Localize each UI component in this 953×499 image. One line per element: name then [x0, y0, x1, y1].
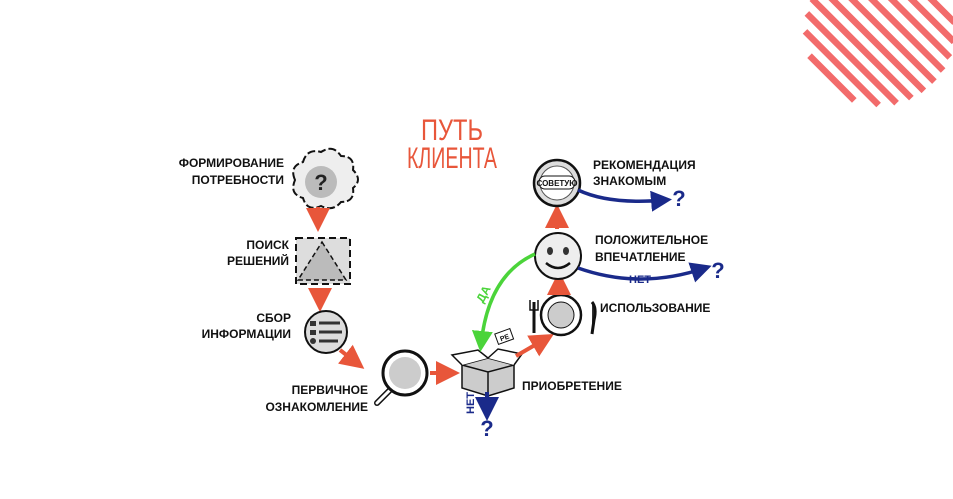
stripe [828, 0, 927, 94]
step-recommend-label-2: ЗНАКОМЫМ [593, 174, 666, 188]
stripe [802, 29, 881, 108]
step-search-label-1: ПОИСК [246, 238, 289, 252]
stripe [809, 0, 914, 101]
step-recommend-label-1: РЕКОМЕНДАЦИЯ [593, 158, 696, 172]
arrow-purchase-usage [514, 333, 554, 358]
step-info-label-1: СБОР [256, 311, 291, 325]
purchase-no-label: НЕТ [465, 392, 477, 414]
step-info-label-2: ИНФОРМАЦИИ [202, 327, 291, 341]
box-icon: PE [450, 327, 524, 397]
step-purchase-label: ПРИОБРЕТЕНИЕ [522, 379, 622, 393]
question-cloud-icon: ? [292, 147, 359, 210]
stripe [848, 0, 937, 84]
document-circle-icon [304, 310, 348, 354]
title-line-2: КЛИЕНТА [407, 142, 497, 175]
impression-unknown-mark: ? [711, 258, 724, 283]
step-need-label-2: ПОТРЕБНОСТИ [192, 173, 284, 187]
coin-text: СОВЕТУЮ [536, 179, 577, 188]
stripe [887, 0, 953, 60]
stripe [868, 0, 946, 73]
step-search-label-2: РЕШЕНИЙ [227, 253, 289, 268]
step-impression-label-2: ВПЕЧАТЛЕНИЕ [595, 250, 686, 264]
svg-text:?: ? [314, 170, 327, 195]
stripe [907, 0, 953, 45]
coin-icon: СОВЕТУЮ [532, 158, 582, 208]
stripe [804, 11, 899, 106]
magnifier-icon [374, 349, 429, 406]
striped-circle-decoration [802, 0, 953, 108]
arrow-impression-no [577, 262, 712, 283]
smiley-icon [534, 232, 582, 280]
price-tag-text: PE [499, 333, 510, 343]
purchase-unknown-mark: ? [480, 416, 493, 441]
recommend-unknown-mark: ? [672, 186, 685, 211]
step-impression-label-1: ПОЛОЖИТЕЛЬНОЕ [595, 233, 708, 247]
step-first-label-2: ОЗНАКОМЛЕНИЕ [265, 400, 368, 414]
arrow-impression-yes [471, 252, 536, 352]
arrow-info-first [338, 344, 365, 369]
stripe [927, 0, 953, 25]
arrow-recommend-no [577, 188, 672, 212]
dashed-triangle-icon [295, 237, 351, 285]
impression-no-label: НЕТ [629, 274, 651, 286]
plate-icon [529, 293, 597, 337]
title-line-1: ПУТЬ [421, 114, 483, 147]
step-usage-label: ИСПОЛЬЗОВАНИЕ [600, 301, 710, 315]
step-need-label-1: ФОРМИРОВАНИЕ [179, 156, 284, 170]
step-first-label-1: ПЕРВИЧНОЕ [292, 383, 368, 397]
stripe [807, 53, 857, 103]
